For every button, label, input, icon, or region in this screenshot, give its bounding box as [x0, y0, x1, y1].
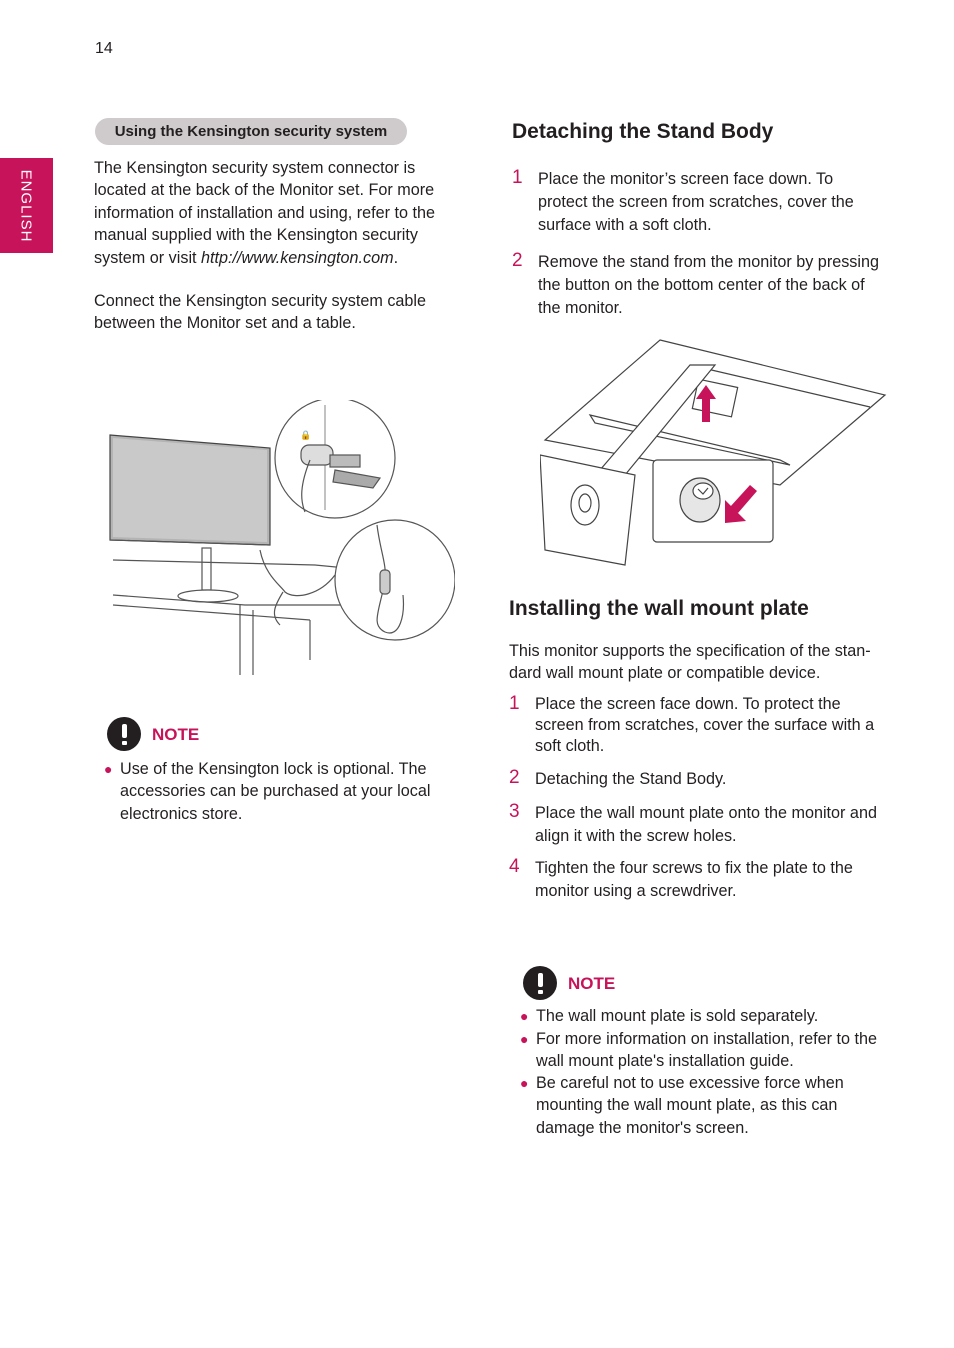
kensington-paragraph-1: The Kensington security system connector… [94, 159, 436, 267]
page-number: 14 [95, 40, 113, 57]
bullet-icon: ● [520, 1031, 529, 1047]
kensington-link[interactable]: http://www.kensington.com [201, 248, 394, 267]
wall-step-2: 2 Detaching the Stand Body. [509, 767, 727, 788]
kensington-illustration: 🔒 [109, 400, 455, 675]
note-item: ● For more information on installation, … [520, 1030, 877, 1071]
lock-icon: 🔒 [300, 430, 311, 440]
detach-step-1: 1 Place the monitor’s screen face down. … [512, 167, 854, 234]
note-exclamation-icon [107, 717, 141, 751]
note-item: ● Use of the Kensington lock is optional… [104, 760, 431, 823]
note-item: ● Be careful not to use excessive force … [520, 1074, 844, 1137]
note-exclamation-icon [523, 966, 557, 1000]
note-label: NOTE [152, 725, 200, 744]
arrow-down-left-icon [725, 485, 757, 523]
detach-step-2: 2 Remove the stand from the monitor by p… [512, 250, 879, 317]
wall-step-1: 1 Place the screen face down. To protect… [509, 693, 875, 755]
wall-step-4: 4 Tighten the four screws to fix the pla… [509, 856, 853, 900]
wall-mount-intro: This monitor supports the specification … [509, 642, 871, 683]
wall-mount-heading: Installing the wall mount plate [509, 597, 809, 620]
language-tab-label: ENGLISH [17, 169, 35, 243]
bullet-icon: ● [520, 1008, 529, 1024]
detach-stand-illustration [540, 339, 887, 566]
kensington-paragraph-2: Connect the Kensington security system c… [94, 292, 427, 333]
arrow-up-icon [696, 385, 716, 422]
note-item: ● The wall mount plate is sold separatel… [520, 1005, 880, 1027]
wall-step-3: 3 Place the wall mount plate onto the mo… [509, 801, 877, 845]
language-tab: ENGLISH [0, 158, 53, 253]
note-label: NOTE [568, 974, 616, 993]
bullet-icon: ● [104, 761, 113, 777]
kensington-section-heading: Using the Kensington security system [95, 118, 407, 145]
detach-heading: Detaching the Stand Body [512, 120, 774, 143]
bullet-icon: ● [520, 1075, 529, 1091]
